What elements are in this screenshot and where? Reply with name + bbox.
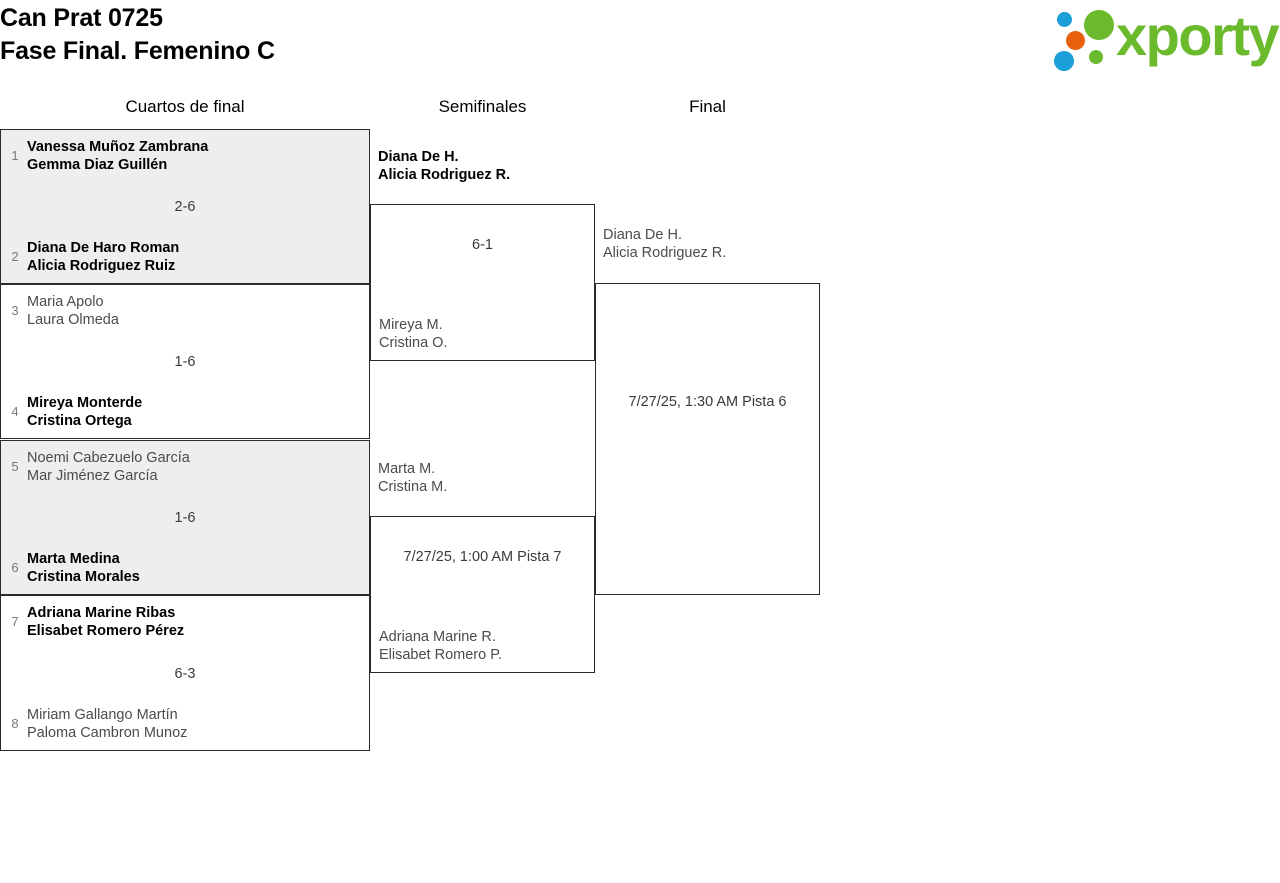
seed-number: 4 [11, 404, 19, 419]
match-final[interactable]: 7/27/25, 1:30 AM Pista 6 [595, 283, 820, 595]
player-name: Cristina Morales [27, 569, 140, 585]
tournament-name: Can Prat 0725 [0, 4, 163, 32]
match-semifinal-2[interactable]: 7/27/25, 1:00 AM Pista 7 Adriana Marine … [370, 516, 595, 673]
logo-dot-blue-bottom [1054, 51, 1074, 71]
tournament-phase: Fase Final. Femenino C [0, 37, 275, 65]
logo-dots-icon [1050, 10, 1120, 71]
player-name: Noemi Cabezuelo García [27, 450, 190, 466]
seed-number: 3 [11, 303, 19, 318]
player-name: Gemma Diaz Guillén [27, 157, 168, 173]
semifinal-1-top-team[interactable]: Diana De H. Alicia Rodriguez R. [370, 148, 595, 184]
player-name: Mireya Monterde [27, 395, 143, 411]
logo-dot-orange [1066, 31, 1085, 50]
team-slot[interactable]: 6 Marta Medina Cristina Morales [1, 550, 369, 586]
player-name: Maria Apolo [27, 294, 104, 310]
seed-number: 7 [11, 614, 19, 629]
player-name: Vanessa Muñoz Zambrana [27, 139, 209, 155]
seed-number: 2 [11, 249, 19, 264]
player-name: Laura Olmeda [27, 312, 119, 328]
player-name: Adriana Marine R. [379, 629, 496, 645]
match-score: 2-6 [174, 199, 196, 215]
seed-number: 8 [11, 716, 19, 731]
logo-dot-green-large [1084, 10, 1114, 40]
match-semifinal-1[interactable]: 6-1 Mireya M. Cristina O. [370, 204, 595, 361]
player-name: Elisabet Romero Pérez [27, 623, 185, 639]
team-slot[interactable]: 1 Vanessa Muñoz Zambrana Gemma Diaz Guil… [1, 138, 369, 174]
xporty-logo[interactable]: xporty [1050, 4, 1280, 71]
player-name: Cristina M. [378, 479, 448, 495]
player-name: Alicia Rodriguez Ruiz [27, 258, 176, 274]
logo-dot-blue-top [1057, 12, 1072, 27]
player-name: Marta Medina [27, 551, 120, 567]
team-slot[interactable]: Adriana Marine R. Elisabet Romero P. [371, 628, 594, 664]
seed-number: 6 [11, 560, 19, 575]
logo-wordmark: xporty [1116, 4, 1280, 67]
seed-number: 5 [11, 459, 19, 474]
player-name: Mireya M. [379, 317, 443, 333]
player-name: Diana De H. [378, 149, 459, 165]
player-name: Cristina O. [379, 335, 448, 351]
match-schedule: 7/27/25, 1:00 AM Pista 7 [403, 549, 562, 565]
player-name: Mar Jiménez García [27, 468, 158, 484]
team-slot[interactable]: Mireya M. Cristina O. [371, 316, 594, 352]
page-title: Can Prat 0725 Fase Final. Femenino C [0, 2, 275, 68]
player-name: Alicia Rodriguez R. [603, 245, 727, 261]
match-score: 1-6 [174, 354, 196, 370]
team-slot[interactable]: 3 Maria Apolo Laura Olmeda [1, 293, 369, 329]
match-quarterfinal-1[interactable]: 1 Vanessa Muñoz Zambrana Gemma Diaz Guil… [0, 129, 370, 284]
player-name: Diana De Haro Roman [27, 240, 180, 256]
match-score: 6-3 [174, 666, 196, 682]
final-top-team[interactable]: Diana De H. Alicia Rodriguez R. [595, 226, 820, 262]
seed-number: 1 [11, 148, 19, 163]
semifinal-2-top-team[interactable]: Marta M. Cristina M. [370, 460, 595, 496]
page-header: Can Prat 0725 Fase Final. Femenino C xpo… [0, 0, 1280, 88]
player-name: Adriana Marine Ribas [27, 605, 176, 621]
team-slot[interactable]: 5 Noemi Cabezuelo García Mar Jiménez Gar… [1, 449, 369, 485]
match-quarterfinal-4[interactable]: 7 Adriana Marine Ribas Elisabet Romero P… [0, 595, 370, 751]
player-name: Elisabet Romero P. [379, 647, 503, 663]
team-slot[interactable]: 7 Adriana Marine Ribas Elisabet Romero P… [1, 604, 369, 640]
match-quarterfinal-2[interactable]: 3 Maria Apolo Laura Olmeda 1-6 4 Mireya … [0, 284, 370, 439]
match-score: 1-6 [174, 510, 196, 526]
round-header-quarterfinals: Cuartos de final [125, 97, 245, 116]
team-slot[interactable]: 8 Miriam Gallango Martín Paloma Cambron … [1, 706, 369, 742]
player-name: Miriam Gallango Martín [27, 707, 178, 723]
match-schedule: 7/27/25, 1:30 AM Pista 6 [628, 394, 787, 410]
logo-dot-green-small [1089, 50, 1103, 64]
player-name: Marta M. [378, 461, 436, 477]
round-header-semifinals: Semifinales [438, 97, 527, 116]
team-slot[interactable]: 2 Diana De Haro Roman Alicia Rodriguez R… [1, 239, 369, 275]
player-name: Cristina Ortega [27, 413, 132, 429]
round-header-final: Final [689, 97, 726, 116]
match-quarterfinal-3[interactable]: 5 Noemi Cabezuelo García Mar Jiménez Gar… [0, 440, 370, 595]
player-name: Alicia Rodriguez R. [378, 167, 511, 183]
team-slot[interactable]: 4 Mireya Monterde Cristina Ortega [1, 394, 369, 430]
player-name: Paloma Cambron Munoz [27, 725, 188, 741]
match-score: 6-1 [472, 237, 493, 253]
player-name: Diana De H. [603, 227, 682, 243]
